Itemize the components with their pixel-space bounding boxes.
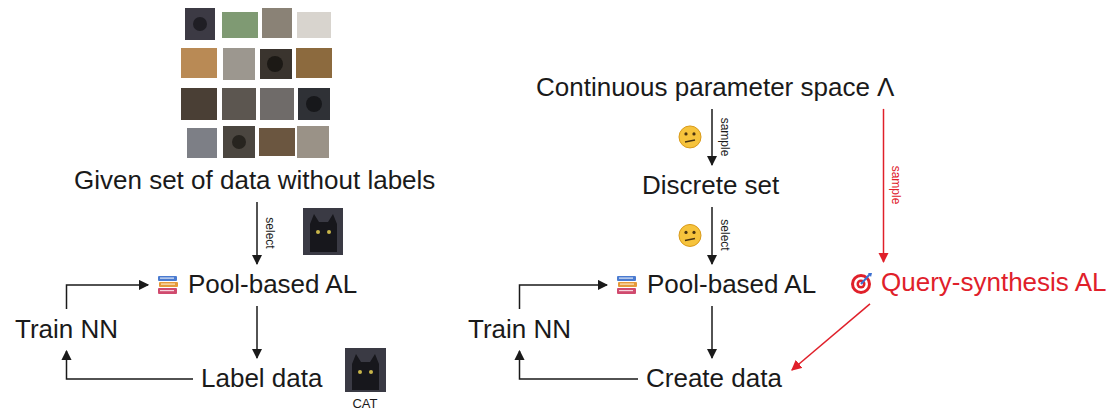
cat-photo — [345, 348, 386, 392]
text-node: Create data — [642, 362, 786, 396]
node-text: Train NN — [468, 315, 571, 345]
image-grid — [181, 8, 332, 158]
confused-face-icon — [679, 224, 701, 246]
books-icon — [615, 273, 639, 297]
edge-label: sample — [890, 164, 902, 207]
edge-label: select — [719, 218, 731, 253]
flow-arrow — [256, 202, 258, 264]
edge-label: sample — [719, 116, 731, 159]
flow-arrow — [711, 109, 713, 165]
target-icon — [849, 271, 873, 295]
flow-arrow — [792, 304, 870, 370]
node-text: Query-synthesis AL — [881, 268, 1106, 298]
confused-face-icon — [679, 126, 701, 148]
flow-arrow — [256, 306, 258, 358]
text-node: Query-synthesis AL — [845, 266, 1110, 300]
node-text: Given set of data without labels — [74, 166, 435, 196]
text-node: Given set of data without labels — [70, 164, 439, 198]
text-node: Train NN — [11, 313, 122, 347]
flow-arrow — [711, 306, 713, 358]
flow-arrow — [520, 351, 639, 379]
node-text: Discrete set — [642, 171, 779, 201]
node-text: Pool-based AL — [188, 270, 357, 300]
flow-arrow — [711, 207, 713, 264]
text-node: Pool-based AL — [152, 268, 361, 302]
books-icon — [156, 273, 180, 297]
flow-arrow — [67, 351, 194, 379]
text-node: Pool-based AL — [611, 268, 820, 302]
node-text: Continuous parameter space Λ — [536, 73, 894, 103]
text-node: Continuous parameter space Λ — [532, 71, 898, 105]
flow-arrow — [67, 285, 149, 309]
text-node: Label data — [197, 362, 326, 396]
node-text: Pool-based AL — [647, 270, 816, 300]
edge-label: select — [264, 215, 276, 250]
image-caption: CAT — [352, 397, 377, 410]
text-node: Train NN — [464, 313, 575, 347]
node-text: Label data — [201, 364, 322, 394]
flow-arrow — [883, 109, 885, 262]
text-node: Discrete set — [638, 169, 783, 203]
node-text: Train NN — [15, 315, 118, 345]
node-text: Create data — [646, 364, 782, 394]
flow-arrow — [520, 285, 608, 309]
cat-photo — [303, 208, 343, 255]
